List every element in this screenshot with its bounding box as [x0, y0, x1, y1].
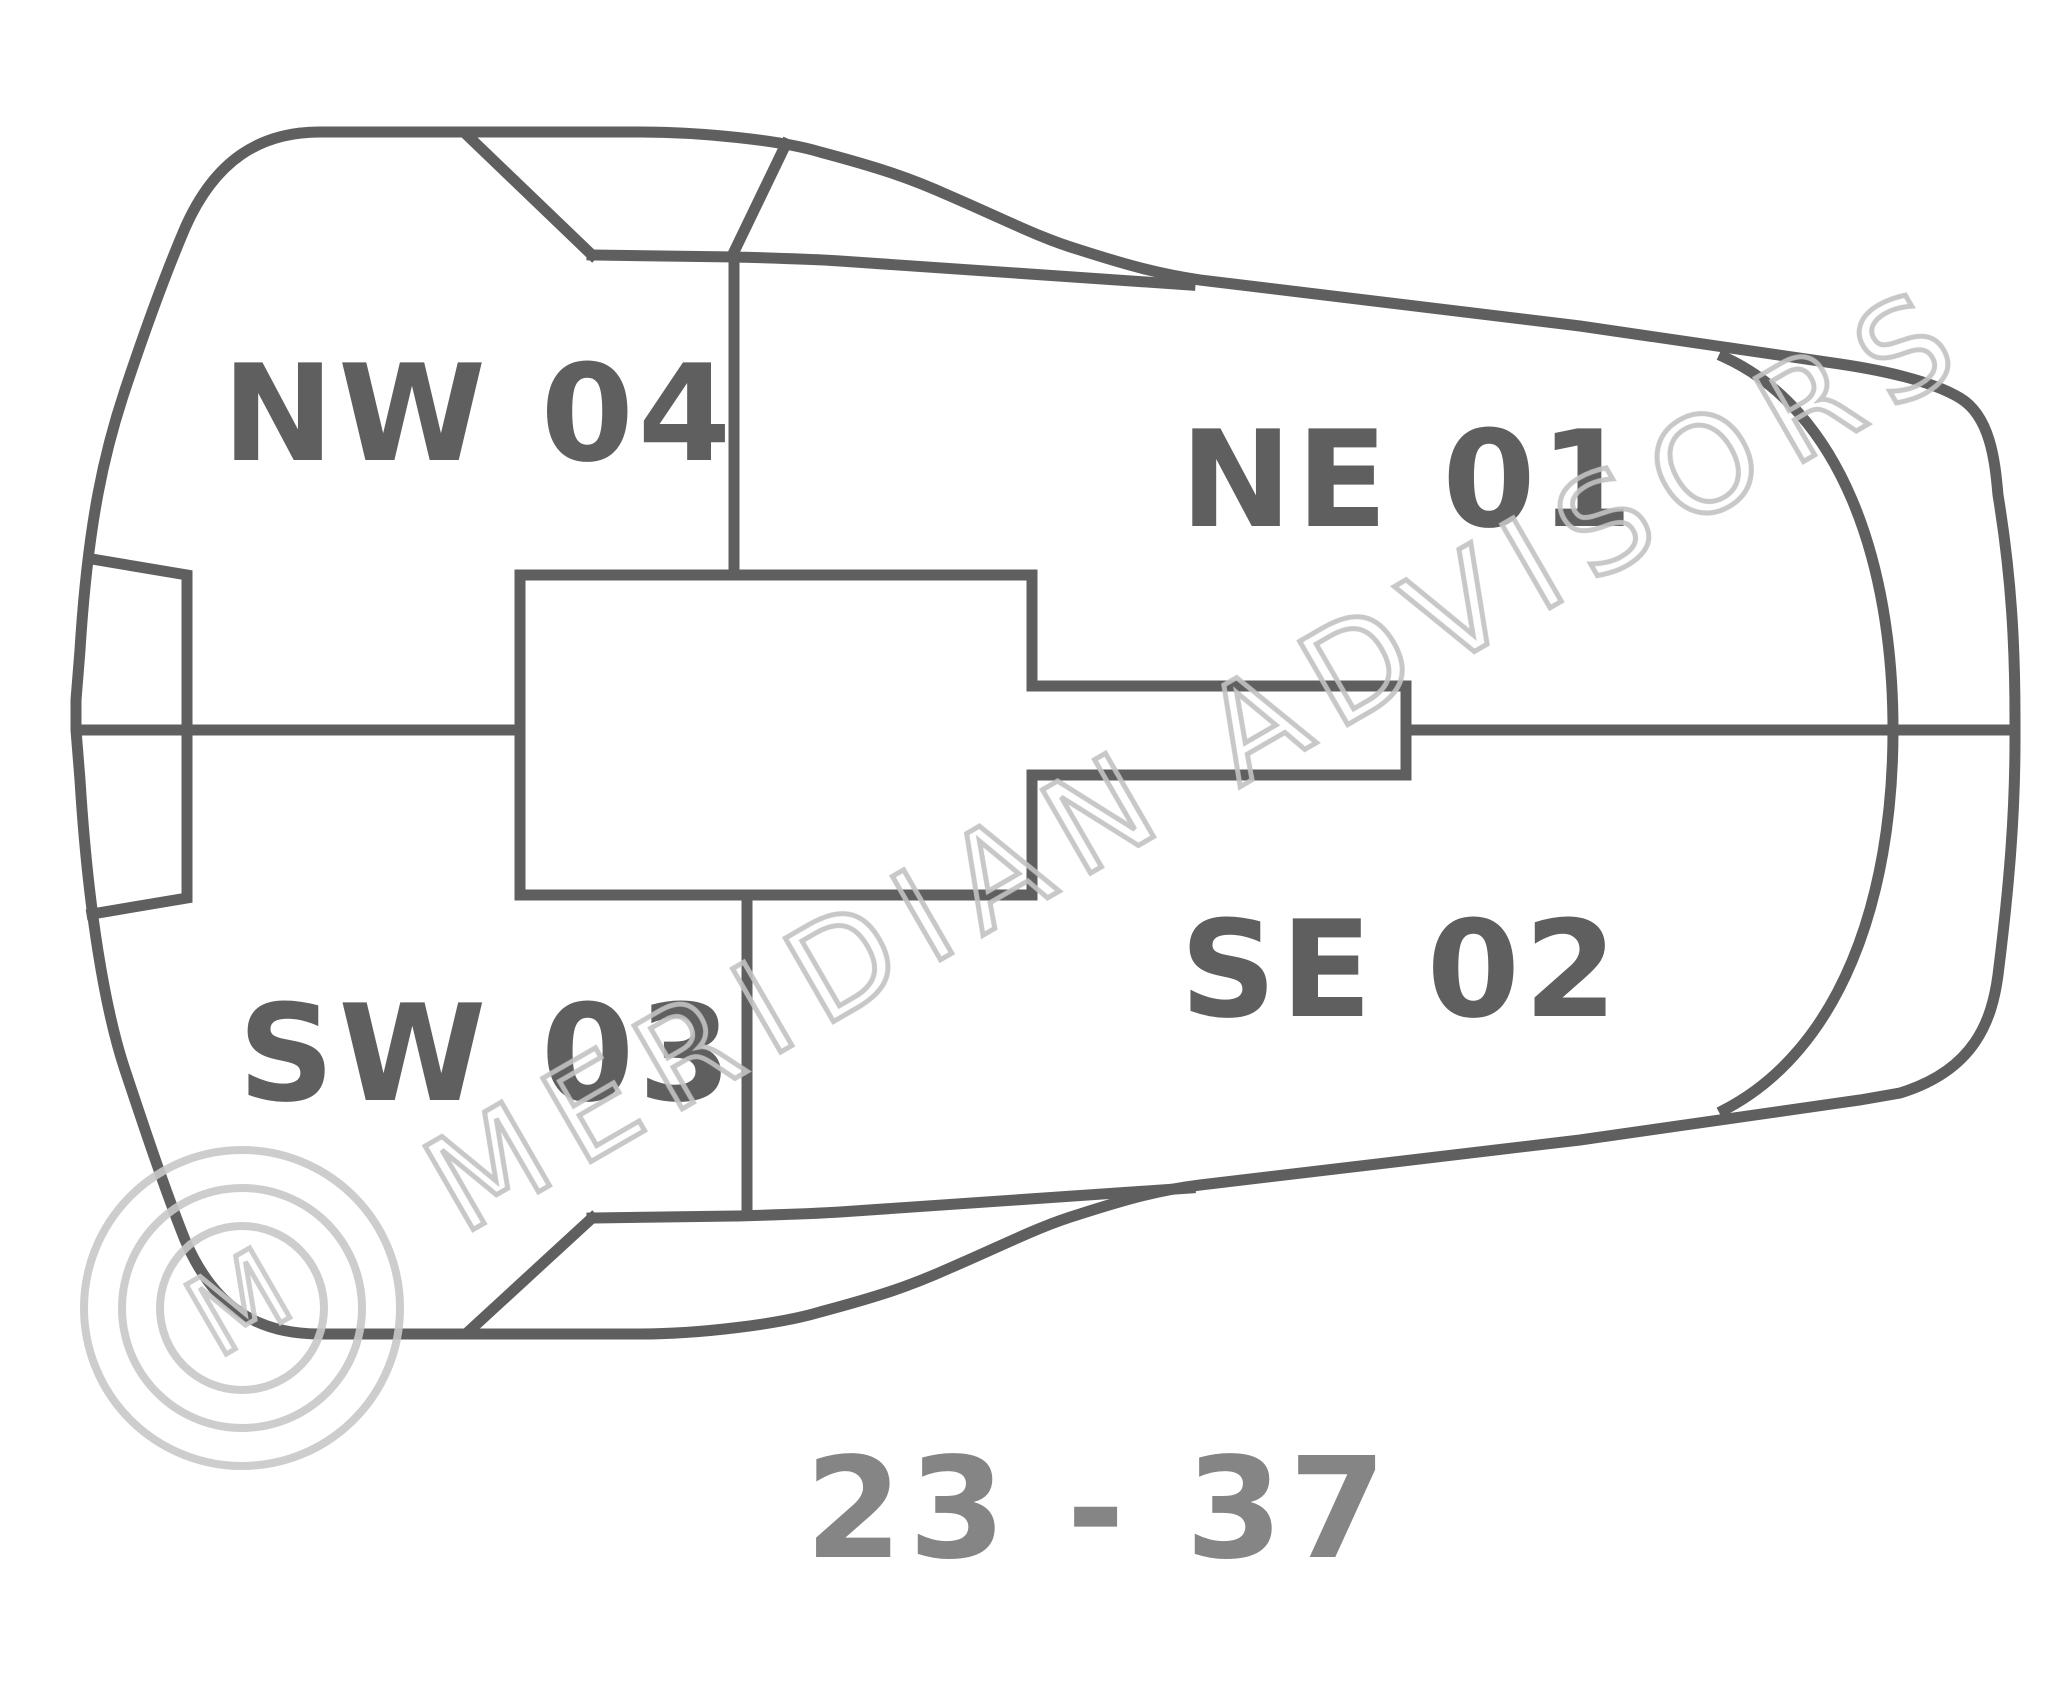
north-inner-wall	[586, 249, 1196, 291]
nw-diagonal-wall	[460, 128, 600, 263]
central-core	[514, 569, 1412, 901]
west-bay	[85, 552, 193, 921]
watermark-logo-middle-ring	[118, 1184, 366, 1432]
building-outline	[70, 126, 2021, 1340]
watermark-logo-outer-ring	[80, 1146, 404, 1470]
south-inner-wall	[586, 1182, 1196, 1224]
watermark-logo-inner-ring	[156, 1222, 328, 1394]
unit-label-ne: NE 01	[1180, 402, 1637, 558]
floor-range: 23 - 37	[805, 1428, 1392, 1591]
unit-label-se: SE 02	[1180, 892, 1621, 1048]
unit-label-sw: SW 03	[238, 976, 735, 1132]
sw-diagonal-wall	[460, 1210, 600, 1340]
north-diagonal-wall	[724, 136, 794, 264]
unit-label-nw: NW 04	[222, 336, 735, 492]
